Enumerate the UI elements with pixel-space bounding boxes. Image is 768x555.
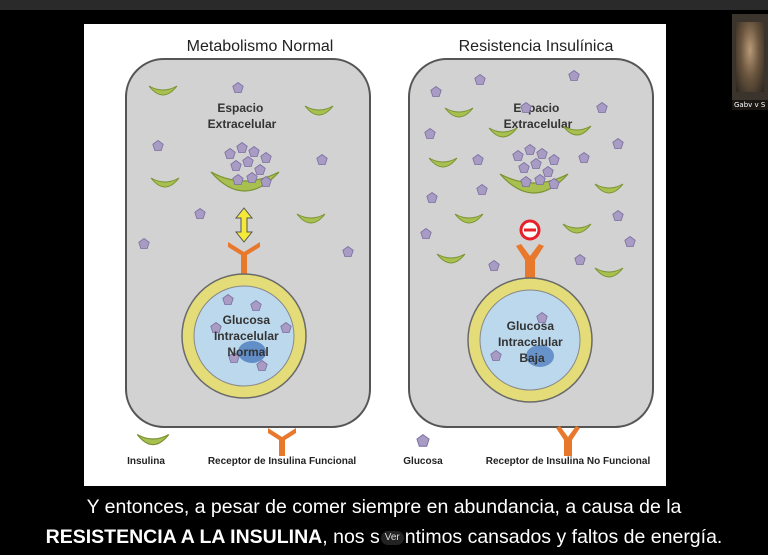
caption-line-1: Y entonces, a pesar de comer siempre en … [86, 496, 682, 518]
legend-nonfunctional-receptor-icon [556, 426, 580, 456]
left-extracellular-label: Espacio Extracelular [208, 101, 277, 131]
legend-insulin-icon [136, 433, 170, 446]
left-title: Metabolismo Normal [187, 38, 334, 55]
participant-video [736, 22, 764, 92]
view-badge[interactable]: Ver [380, 530, 404, 545]
top-bar [0, 0, 768, 10]
caption-emphasis: RESISTENCIA A LA INSULINA [45, 526, 323, 548]
shared-slide: Metabolismo Normal Resistencia Insulínic… [84, 24, 666, 486]
right-intracellular-label: Glucosa Intracelular Baja [498, 319, 566, 365]
legend-insulin-label: Insulina [127, 456, 165, 467]
left-bound-insulin [210, 171, 280, 192]
caption: Y entonces, a pesar de comer siempre en … [0, 492, 768, 552]
right-title: Resistencia Insulínica [459, 38, 614, 55]
legend-functional-receptor-icon [268, 428, 296, 456]
right-nonfunctional-receptor [516, 244, 544, 278]
diagram-canvas: Metabolismo Normal Resistencia Insulínic… [125, 38, 654, 467]
right-blocked-icon [519, 219, 541, 241]
participant-video-tile[interactable]: Gabv v S [732, 14, 768, 110]
legend-functional-receptor-label: Receptor de Insulina Funcional [208, 456, 357, 467]
legend-glucose-icon [416, 434, 430, 447]
left-functional-receptor [228, 242, 260, 274]
legend: Insulina Receptor de Insulina Funcional … [127, 426, 650, 467]
left-intracellular-label: Glucosa Intracelular Normal [214, 313, 282, 359]
participant-name: Gabv v S [732, 100, 768, 110]
legend-nonfunctional-receptor-label: Receptor de Insulina No Funcional [486, 456, 651, 467]
legend-glucose-label: Glucosa [403, 456, 443, 467]
left-binding-arrow [234, 207, 254, 243]
